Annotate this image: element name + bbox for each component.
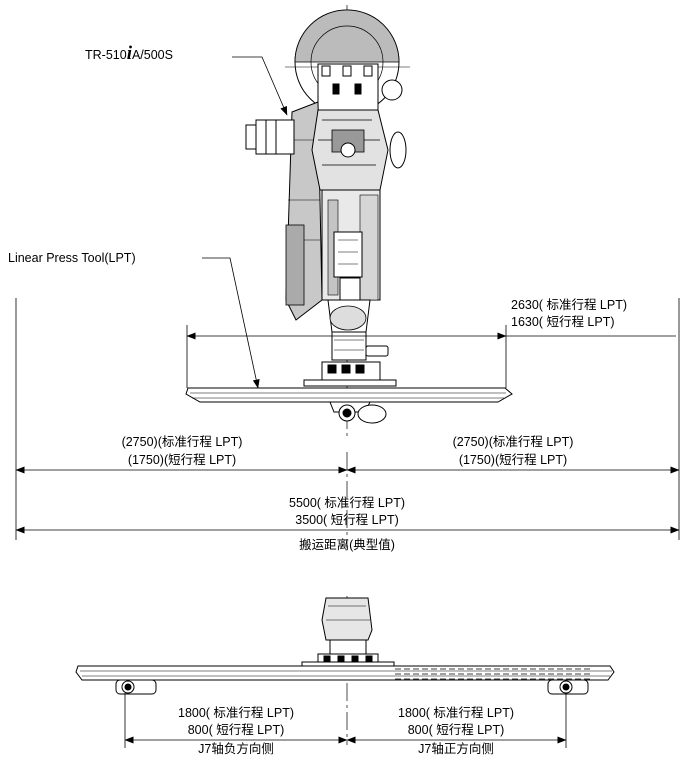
left-half-std-label: (2750)(标准行程 LPT) <box>121 435 243 449</box>
left-half-short-label: (1750)(短行程 LPT) <box>127 453 237 467</box>
top-width-std-label: 2630( 标准行程 LPT) <box>511 298 628 312</box>
robot-arm-upper-view <box>245 9 410 387</box>
neg-std-label: 1800( 标准行程 LPT) <box>177 706 295 720</box>
lpt-label: Linear Press Tool(LPT) <box>8 251 136 265</box>
total-std-label: 5500( 标准行程 LPT) <box>288 496 406 510</box>
neg-short-label: 800( 短行程 LPT) <box>187 723 285 737</box>
right-half-std-label: (2750)(标准行程 LPT) <box>452 435 574 449</box>
linear-press-tool-top <box>185 387 513 424</box>
pos-side-label: J7轴正方向侧 <box>418 742 494 756</box>
robot-arm-lower-view <box>301 597 395 669</box>
total-short-label: 3500( 短行程 LPT) <box>295 513 399 527</box>
transport-distance-label: 搬运距离(典型值) <box>299 538 395 552</box>
dimension-lines <box>15 332 680 744</box>
model-label: TR-510iA/500S <box>85 43 173 64</box>
pos-short-label: 800( 短行程 LPT) <box>407 723 505 737</box>
right-half-short-label: (1750)(短行程 LPT) <box>458 453 568 467</box>
neg-side-label: J7轴负方向侧 <box>198 742 274 756</box>
linear-press-tool-lower <box>75 665 615 695</box>
leader-lines <box>202 56 288 389</box>
pos-std-label: 1800( 标准行程 LPT) <box>397 706 515 720</box>
top-width-short-label: 1630( 短行程 LPT) <box>511 315 615 329</box>
extension-lines <box>15 298 680 748</box>
